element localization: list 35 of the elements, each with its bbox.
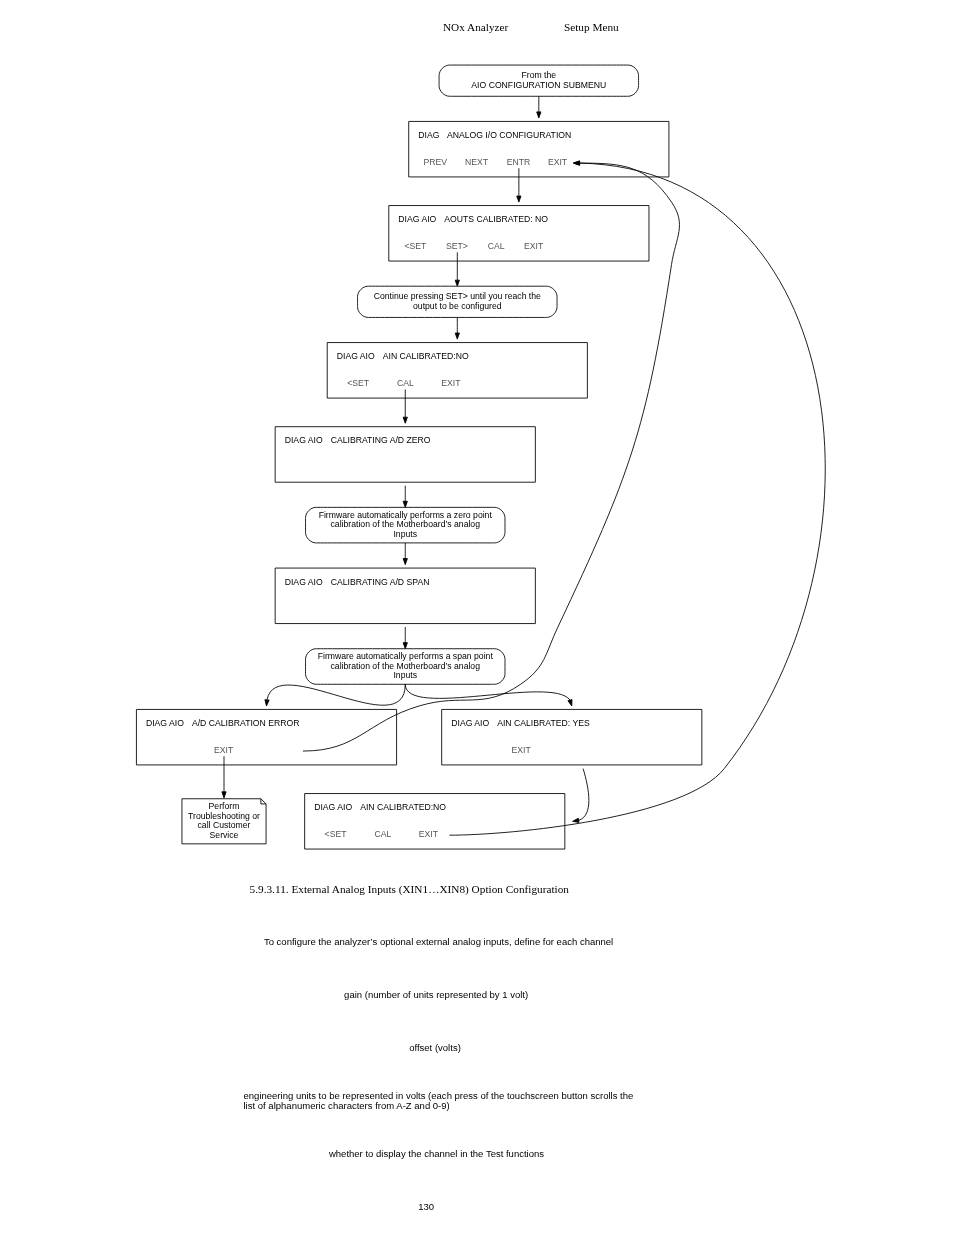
arrow xyxy=(571,768,589,823)
node-box: DIAG AIO AIN CALIBRATED: YES EXIT xyxy=(440,709,702,766)
label: engineering units to be represented in volts (each press of the touchscreen button scrolls the list of alphanumeric characters from A-Z and 0-9) xyxy=(243,1089,633,1112)
arrow xyxy=(454,317,460,340)
arrow xyxy=(402,542,408,566)
arrow xyxy=(402,626,408,650)
node-box: DIAG AIO CALIBRATING A/D SPAN xyxy=(274,567,536,624)
label: 130 xyxy=(417,1200,434,1212)
node-box: DIAG AIO CALIBRATING A/D ZERO xyxy=(274,426,536,483)
arrow xyxy=(448,160,825,836)
node-box: Firmware automatically performs a span point calibration of the Motherboard’s analog Inputs xyxy=(304,648,505,685)
arrow xyxy=(264,683,406,707)
label: To configure the analyzer’s optional external analog inputs, define for each channel xyxy=(263,936,613,948)
arrow xyxy=(402,485,408,508)
arrow xyxy=(220,755,227,799)
arrow xyxy=(515,167,521,203)
node-box: DIAG AIO AOUTS CALIBRATED: NO <SET SET> CAL EXIT xyxy=(387,205,649,262)
arrow xyxy=(404,683,572,707)
arrow xyxy=(535,95,541,119)
node-box: DIAG AIO AIN CALIBRATED:NO <SET CAL EXIT xyxy=(326,342,588,399)
arrow xyxy=(454,251,460,287)
label: whether to display the channel in the Test functions xyxy=(328,1147,544,1159)
node-box: From the AIO CONFIGURATION SUBMENU xyxy=(438,64,639,97)
label: 5.9.3.11. External Analog Inputs (XIN1…XIN8) Option Configuration xyxy=(249,882,569,895)
label: gain (number of units represented by 1 volt) xyxy=(343,989,528,1001)
node-box: Firmware automatically performs a zero point calibration of the Motherboard’s analog Inputs xyxy=(304,506,505,544)
label: offset (volts) xyxy=(408,1041,461,1053)
arrow xyxy=(302,160,680,752)
node-box: DIAG ANALOG I/O CONFIGURATION PREV NEXT ENTR EXIT xyxy=(407,121,669,178)
node-box: Continue pressing SET> until you reach the output to be configured xyxy=(356,285,557,318)
arrow xyxy=(402,388,408,424)
node-box: DIAG AIO A/D CALIBRATION ERROR EXIT xyxy=(135,709,397,766)
label: NOx Analyzer xyxy=(442,20,508,33)
node-box: DIAG AIO AIN CALIBRATED:NO <SET CAL EXIT xyxy=(303,793,565,850)
label: Setup Menu xyxy=(563,20,619,33)
